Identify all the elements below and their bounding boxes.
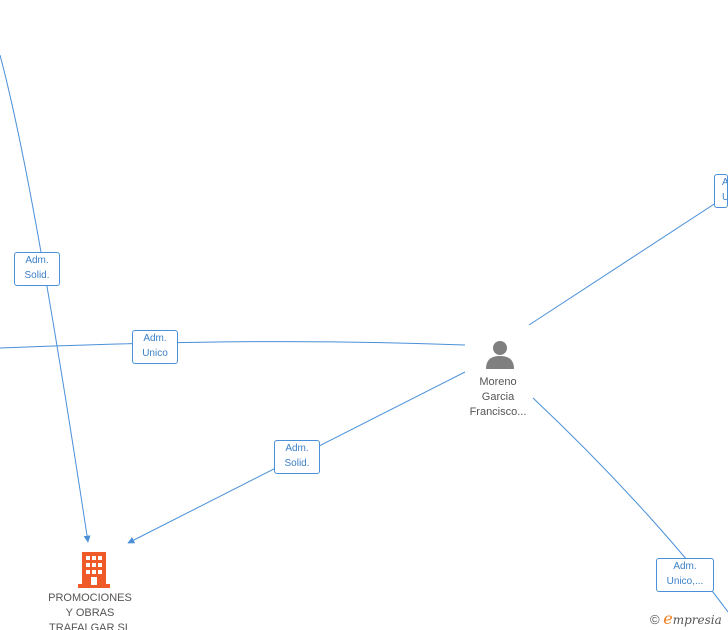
building-icon[interactable] (78, 552, 110, 588)
edge-label-line: Unico,... (666, 576, 704, 587)
company-name-line: PROMOCIONES (48, 592, 132, 604)
copyright-symbol: © (650, 612, 660, 627)
edge-label-line: Adm. (722, 175, 727, 190)
brand-name: mpresia (672, 613, 722, 627)
person-name-line: Garcia (481, 391, 515, 403)
edge-label-line: Adm. (143, 333, 167, 344)
person-icon[interactable] (484, 339, 516, 369)
edge-person-to-right-top (528, 194, 728, 326)
edge-label-line: Adm. (25, 255, 49, 266)
edge-label-line: Adm. (285, 443, 309, 454)
edge-label-line: Unico (722, 190, 727, 205)
edge-label-adm-solid-top[interactable]: Adm. Solid. (14, 252, 60, 286)
company-name-line: TRAFALGAR SL (49, 622, 131, 630)
edge-left-to-person (0, 341, 466, 349)
brand-logo-e: e (663, 609, 673, 628)
company-node-label[interactable]: PROMOCIONES Y OBRAS TRAFALGAR SL (30, 591, 150, 630)
person-name-line: Francisco... (469, 406, 527, 418)
edge-label-line: Unico (142, 348, 168, 359)
edge-left-top-to-company (0, 54, 91, 543)
watermark: © empresia (650, 609, 728, 630)
person-name-line: Moreno (479, 376, 517, 388)
company-name-line: Y OBRAS (65, 607, 115, 619)
edge-label-line: Solid. (284, 458, 310, 469)
edge-label-line: Adm. (673, 561, 697, 572)
edge-label-adm-unico-left[interactable]: Adm. Unico (132, 330, 178, 364)
edge-label-adm-unico-bottom-right[interactable]: Adm. Unico,... (656, 558, 714, 592)
edge-label-adm-solid-center[interactable]: Adm. Solid. (274, 440, 320, 474)
person-node-label[interactable]: Moreno Garcia Francisco... (448, 375, 548, 420)
edge-label-line: Solid. (24, 270, 50, 281)
edge-label-adm-unico-right-top[interactable]: Adm. Unico (714, 174, 728, 208)
